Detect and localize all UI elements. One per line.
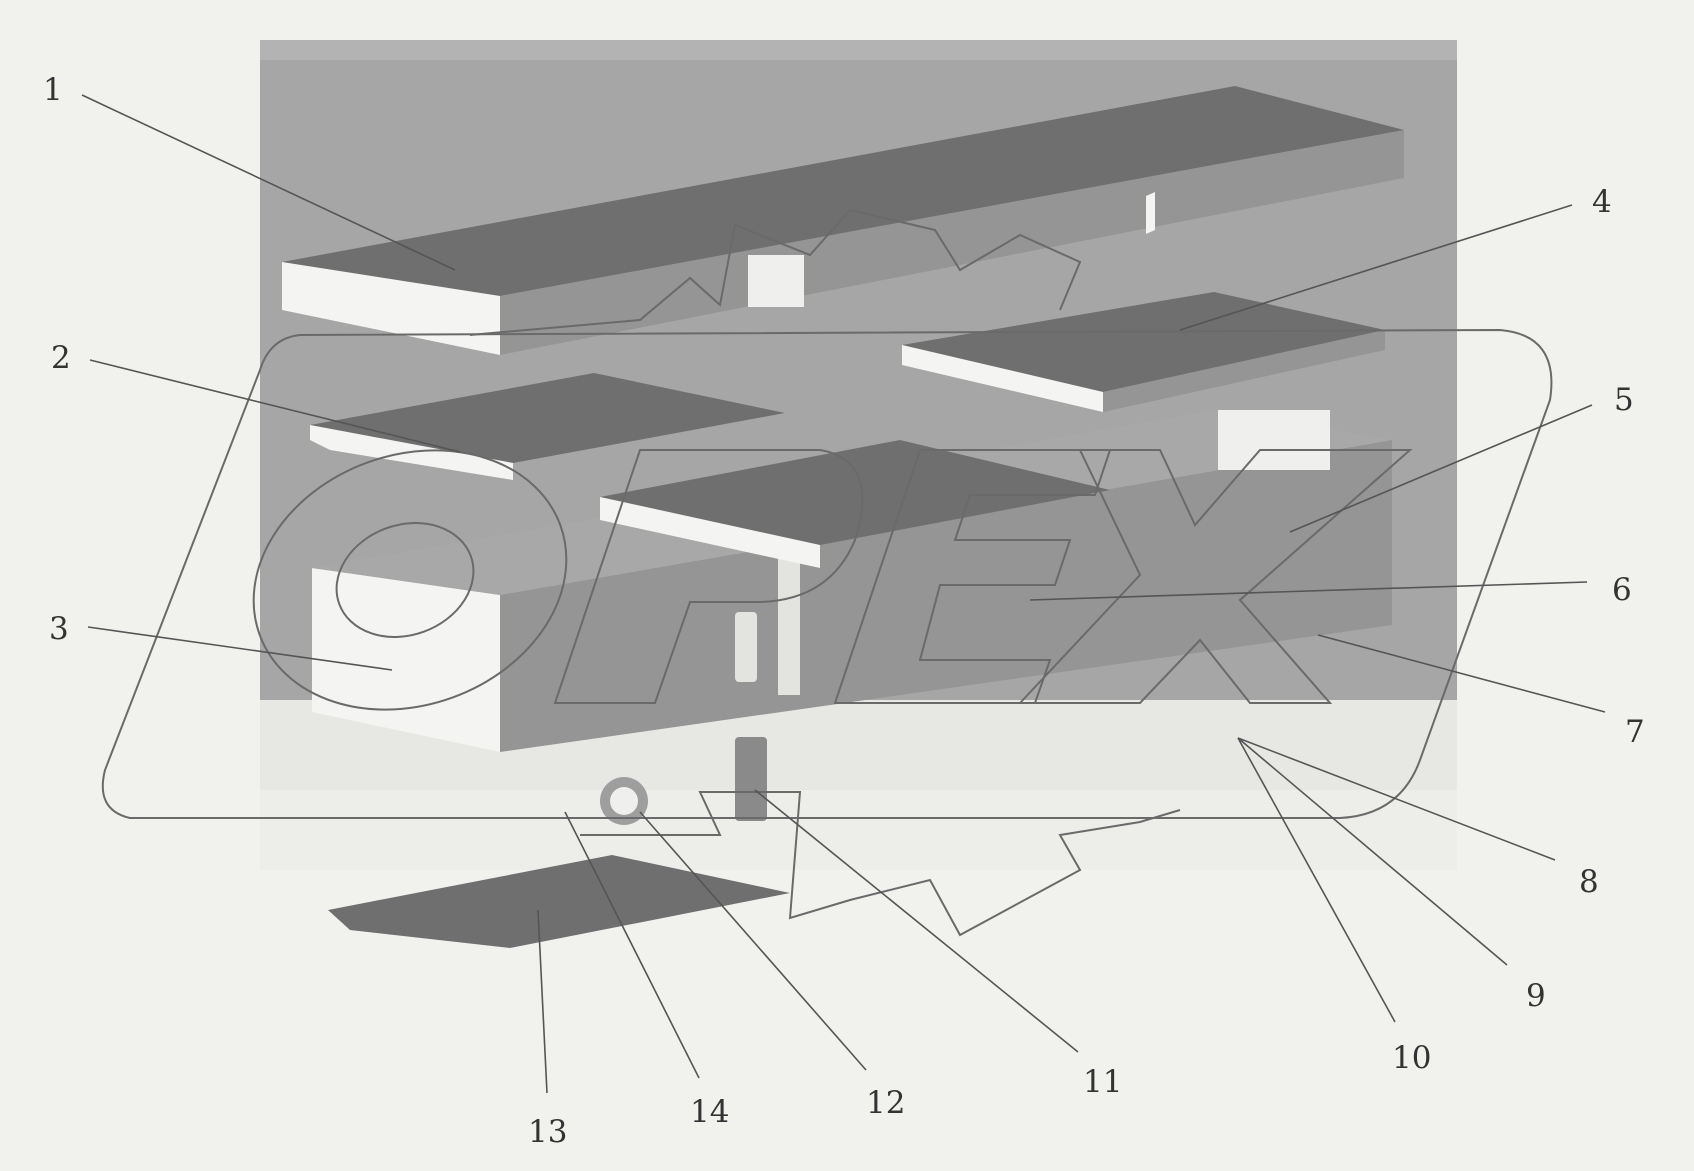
leader-lines	[81, 94, 1606, 1094]
part-13-bottom-plate	[328, 855, 790, 948]
callout-2: 2	[51, 340, 71, 376]
leader-5	[1289, 404, 1593, 533]
part-11-window	[735, 737, 767, 821]
leader-6	[1029, 581, 1588, 601]
callout-labels: 1 2 3 4 5 6 7 8 9 10 11 12 13 14	[43, 72, 1645, 1150]
part-12-round-port	[600, 777, 648, 825]
part-6-middle-lid	[600, 440, 1110, 568]
callout-3: 3	[49, 611, 69, 647]
opex-watermark	[101, 208, 1553, 937]
leader-11	[754, 789, 1079, 1053]
leader-12	[639, 811, 867, 1071]
leader-2	[89, 359, 461, 453]
callout-14: 14	[690, 1094, 729, 1130]
leader-10	[1237, 737, 1396, 1023]
callout-5: 5	[1614, 382, 1634, 418]
callout-9: 9	[1526, 978, 1546, 1014]
leader-1	[81, 94, 456, 271]
callout-6: 6	[1612, 572, 1632, 608]
callout-13: 13	[528, 1114, 567, 1150]
leader-4	[1179, 204, 1573, 331]
leader-9	[1237, 737, 1508, 966]
callout-10: 10	[1392, 1040, 1431, 1076]
leader-13	[537, 909, 548, 1094]
part-1-top-plate	[282, 86, 1404, 355]
part-4-right-lid	[902, 292, 1385, 412]
callout-12: 12	[866, 1085, 905, 1121]
leader-8	[1237, 737, 1556, 861]
callout-1: 1	[43, 72, 63, 108]
callout-8: 8	[1579, 864, 1599, 900]
callout-11: 11	[1083, 1064, 1122, 1100]
leader-7	[1317, 634, 1606, 713]
callout-4: 4	[1592, 184, 1612, 220]
callout-7: 7	[1625, 714, 1645, 750]
leader-14	[564, 811, 700, 1079]
leader-3	[87, 626, 393, 671]
